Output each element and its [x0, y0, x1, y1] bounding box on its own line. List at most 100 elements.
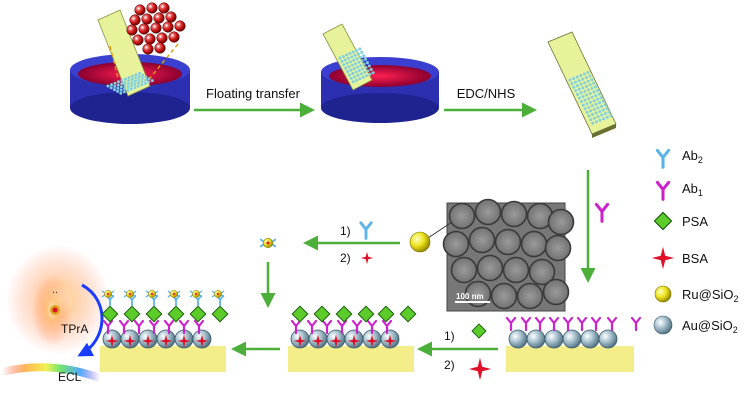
dish-2-particle-grid — [338, 47, 375, 84]
monolayer-particle — [124, 77, 127, 81]
monolayer-particle — [358, 55, 362, 59]
monolayer-particle — [600, 113, 604, 117]
arrow-edc-nhs: EDC/NHS — [444, 86, 537, 118]
zoom-particle — [138, 23, 150, 35]
monolayer-particle — [147, 80, 151, 84]
monolayer-particle — [129, 87, 133, 91]
au-sio2-particle — [580, 329, 600, 349]
monolayer-particle — [607, 110, 611, 114]
tem-sphere — [474, 198, 502, 226]
monolayer-particle — [603, 112, 607, 116]
tpra-label: TPrA — [61, 322, 88, 336]
monolayer-particle — [570, 82, 574, 86]
zoom-particle-highlight — [132, 17, 135, 20]
arrow-down-ab1 — [580, 170, 610, 283]
ab1-antibody — [133, 319, 145, 335]
zoom-particle-highlight — [159, 35, 162, 38]
monolayer-particle — [583, 89, 587, 93]
monolayer-particle — [359, 72, 363, 76]
psa-step2-number: 2) — [444, 358, 455, 372]
monolayer-particle — [343, 58, 347, 62]
monolayer-particle — [367, 64, 371, 68]
monolayer-particle — [144, 75, 148, 79]
ab1-antibody — [630, 316, 642, 332]
monolayer-particle — [602, 117, 606, 121]
monolayer-particle — [345, 61, 349, 65]
monolayer-particle — [355, 78, 359, 82]
tem-sphere — [500, 200, 528, 228]
monolayer-particle — [360, 59, 364, 63]
arrow-floating-transfer: Floating transfer — [194, 86, 315, 118]
monolayer-particle — [345, 53, 349, 57]
monolayer-particle — [589, 100, 592, 104]
monolayer-particle — [126, 88, 130, 92]
psa-antigen — [313, 305, 331, 323]
monolayer-particle — [587, 114, 591, 118]
ab1-antibody — [534, 316, 546, 332]
monolayer-particle — [359, 64, 363, 68]
monolayer-particle — [109, 86, 113, 90]
monolayer-particle — [361, 75, 365, 79]
monolayer-particle — [147, 77, 151, 81]
monolayer-particle — [585, 110, 589, 114]
monolayer-particle — [598, 101, 602, 105]
tem-sphere — [450, 256, 478, 284]
monolayer-particle — [126, 82, 130, 86]
monolayer-particle — [364, 57, 367, 61]
monolayer-particle — [341, 55, 345, 58]
monolayer-particle — [592, 81, 596, 85]
electrode-psa — [288, 305, 417, 372]
monolayer-particle — [119, 85, 123, 89]
monolayer-particle — [134, 73, 138, 77]
monolayer-particle — [353, 75, 357, 79]
ru-sio2-label — [123, 289, 137, 299]
monolayer-particle — [133, 82, 137, 86]
arrow-psa-bsa: 1) 2) — [417, 323, 498, 381]
monolayer-particle — [574, 89, 578, 93]
tem-sphere — [516, 282, 544, 310]
monolayer-particle — [591, 121, 595, 125]
monolayer-particle — [581, 86, 585, 90]
edc-nhs-label: EDC/NHS — [457, 86, 516, 101]
zoom-particle — [162, 21, 174, 33]
ru-sio2-label — [145, 289, 159, 299]
zoom-particle — [144, 33, 156, 45]
zoom-particle — [129, 14, 141, 26]
monolayer-particle — [575, 84, 579, 88]
monolayer-particle — [586, 71, 590, 74]
monolayer-particle — [599, 96, 603, 100]
zoom-particle-highlight — [153, 25, 156, 28]
zoom-particle — [174, 20, 186, 32]
dish-1 — [70, 2, 190, 124]
monolayer-particle — [144, 78, 148, 82]
monolayer-particle — [586, 79, 590, 83]
psa-step1-number: 1) — [444, 329, 455, 343]
monolayer-particle — [353, 53, 357, 57]
monolayer-particle — [140, 83, 144, 87]
psa-antigen — [399, 305, 417, 323]
monolayer-particle — [364, 66, 368, 69]
monolayer-particle — [575, 75, 579, 79]
monolayer-particle — [106, 84, 110, 88]
monolayer-particle — [583, 107, 587, 111]
monolayer-particle — [589, 109, 593, 113]
monolayer-particle — [355, 49, 358, 52]
monolayer-particle — [590, 95, 594, 99]
monolayer-particle — [583, 81, 587, 85]
monolayer-particle — [119, 88, 123, 92]
monolayer-particle — [362, 54, 366, 58]
monolayer-particle — [601, 99, 605, 103]
monolayer-particle — [579, 100, 583, 104]
monolayer-particle — [344, 66, 348, 70]
monolayer-particle — [137, 81, 141, 85]
monolayer-particle — [598, 118, 602, 122]
legend-ab2-label: Ab2 — [682, 148, 703, 165]
zoom-particle — [141, 13, 153, 25]
ru-sio2-label — [211, 289, 225, 299]
monolayer-particle — [361, 67, 365, 71]
monolayer-particle — [349, 68, 353, 72]
monolayer-particle — [356, 65, 359, 69]
monolayer-particle — [371, 71, 375, 75]
electrode-ab1 — [505, 316, 642, 372]
dish-1-particle-grid — [106, 71, 154, 95]
